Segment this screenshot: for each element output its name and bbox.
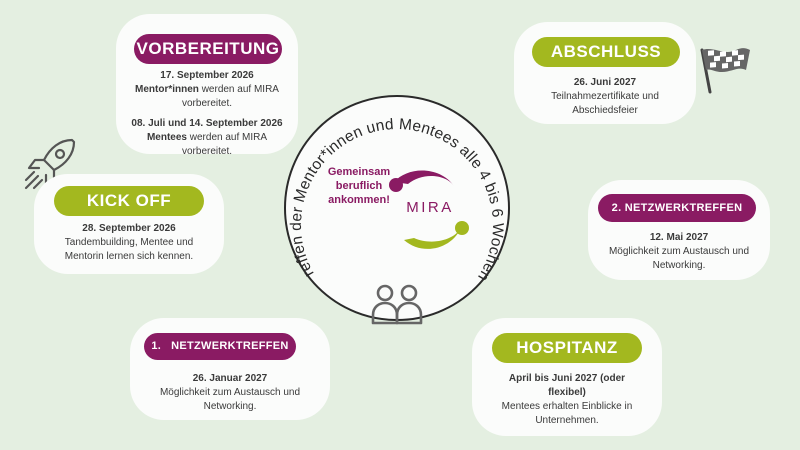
vorbereitung-text1: vorbereitet.: [181, 98, 233, 109]
checkered-flag-icon: [700, 48, 750, 94]
central-circle: [284, 95, 510, 321]
logo-slogan: Gemeinsam beruflich ankommen!: [323, 165, 395, 207]
abschluss-date: 26. Juni 2027: [573, 77, 637, 88]
vorbereitung-mentors-text: werden auf MIRA: [198, 84, 279, 95]
vorbereitung-text2: vorbereitet.: [181, 146, 233, 157]
pill-vorbereitung: VORBEREITUNG: [134, 34, 282, 64]
card-kickoff: KICK OFF 28. September 2026 Tandembuildi…: [34, 174, 224, 274]
kickoff-text1: Tandembuilding, Mentee und: [64, 237, 194, 248]
netzwerk1-title: NETZWERKTREFFEN: [171, 340, 289, 352]
card-netzwerk2: 2. NETZWERKTREFFEN 12. Mai 2027 Möglichk…: [588, 180, 770, 280]
card-hospitanz: HOSPITANZ April bis Juni 2027 (oder flex…: [472, 318, 662, 436]
pill-netzwerk1: 1. NETZWERKTREFFEN: [144, 333, 296, 360]
card-vorbereitung: VORBEREITUNG 17. September 2026 Mentor*i…: [116, 14, 298, 157]
pill-abschluss: ABSCHLUSS: [532, 37, 680, 67]
mira-logo: [389, 170, 469, 249]
logo-slogan-line2: beruflich: [335, 180, 383, 192]
netzwerk1-number: 1.: [151, 340, 162, 352]
hospitanz-text1: Mentees erhalten Einblicke in: [501, 401, 633, 412]
logo-slogan-line1: Gemeinsam: [327, 166, 391, 178]
hospitanz-date2: flexibel): [548, 387, 586, 398]
card-netzwerk1: 1. NETZWERKTREFFEN 26. Januar 2027 Möglic…: [130, 318, 330, 420]
kickoff-text2: Mentorin lernen sich kennen.: [64, 251, 194, 262]
pill-hospitanz: HOSPITANZ: [492, 333, 642, 363]
netzwerk1-date: 26. Januar 2027: [192, 373, 268, 384]
netzwerk2-text1: Möglichkeit zum Austausch und: [608, 246, 750, 257]
vorbereitung-mentees-text: werden auf MIRA: [186, 132, 268, 143]
logo-slogan-line3: ankommen!: [328, 194, 390, 206]
netzwerk1-text2: Networking.: [203, 401, 257, 412]
netzwerk1-text1: Möglichkeit zum Austausch und: [159, 387, 301, 398]
card-abschluss: ABSCHLUSS 26. Juni 2027 Teilnahmezertifi…: [514, 22, 696, 124]
logo-name: MIRA: [406, 199, 454, 216]
people-icon: [371, 284, 423, 325]
vorbereitung-date2: 08. Juli und 14. September 2026: [131, 118, 283, 129]
kickoff-date: 28. September 2026: [82, 223, 176, 234]
netzwerk2-text2: Networking.: [652, 260, 706, 271]
vorbereitung-mentors-label: Mentor*innen: [135, 84, 199, 95]
abschluss-text2: Abschiedsfeier: [572, 105, 638, 116]
netzwerk2-date: 12. Mai 2027: [649, 232, 709, 243]
vorbereitung-date1: 17. September 2026: [160, 70, 254, 81]
vorbereitung-mentees-label: Mentees: [146, 132, 187, 143]
hospitanz-text2: Unternehmen.: [535, 415, 599, 426]
hospitanz-date1: April bis Juni 2027 (oder: [508, 373, 626, 384]
abschluss-text1: Teilnahmezertifikate und: [551, 91, 659, 102]
pill-kickoff: KICK OFF: [54, 186, 204, 216]
pill-netzwerk2: 2. NETZWERKTREFFEN: [598, 194, 756, 222]
rocket-icon: [24, 138, 76, 190]
